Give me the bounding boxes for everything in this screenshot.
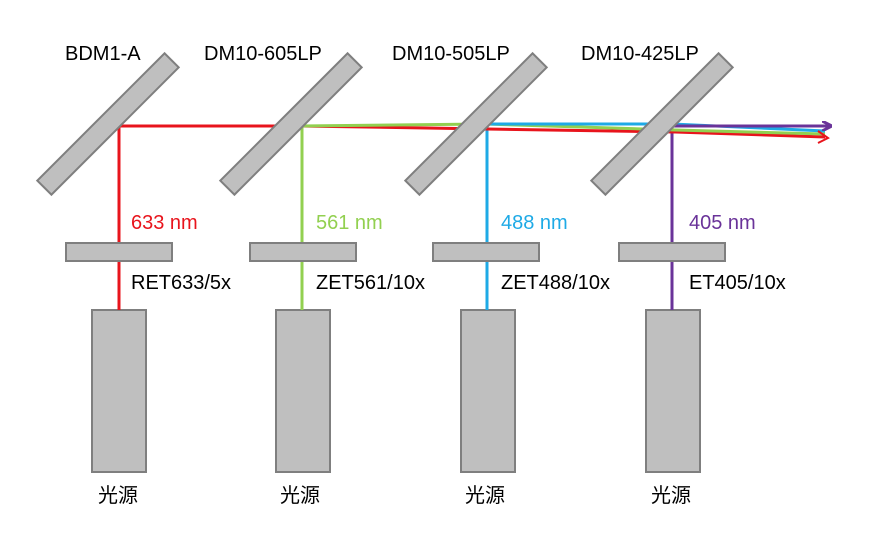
source-label-3: 光源 (465, 483, 505, 507)
light-source-3 (460, 309, 516, 473)
light-source-4 (645, 309, 701, 473)
filter-3 (432, 242, 540, 262)
filter-label-2: ZET561/10x (316, 272, 425, 294)
source-label-2: 光源 (280, 483, 320, 507)
source-label-1: 光源 (98, 483, 138, 507)
mirror-2 (218, 51, 364, 197)
mirror-1 (35, 51, 181, 197)
filter-1 (65, 242, 173, 262)
wavelength-label-488: 488 nm (501, 212, 568, 234)
beam-633-horizontal (119, 124, 826, 139)
source-label-4: 光源 (651, 483, 691, 507)
mirror-3 (403, 51, 549, 197)
mirror-4 (589, 51, 735, 197)
filter-4 (618, 242, 726, 262)
wavelength-label-633: 633 nm (131, 212, 198, 234)
filter-label-3: ZET488/10x (501, 272, 610, 294)
mirror-label-3: DM10-505LP (392, 43, 510, 65)
wavelength-label-405: 405 nm (689, 212, 756, 234)
mirror-label-2: DM10-605LP (204, 43, 322, 65)
light-source-1 (91, 309, 147, 473)
beam-633-arrow-tip (817, 130, 830, 144)
mirror-label-4: DM10-425LP (581, 43, 699, 65)
filter-label-1: RET633/5x (131, 272, 231, 294)
wavelength-label-561: 561 nm (316, 212, 383, 234)
light-source-2 (275, 309, 331, 473)
mirror-label-1: BDM1-A (65, 43, 141, 65)
filter-2 (249, 242, 357, 262)
filter-label-4: ET405/10x (689, 272, 786, 294)
